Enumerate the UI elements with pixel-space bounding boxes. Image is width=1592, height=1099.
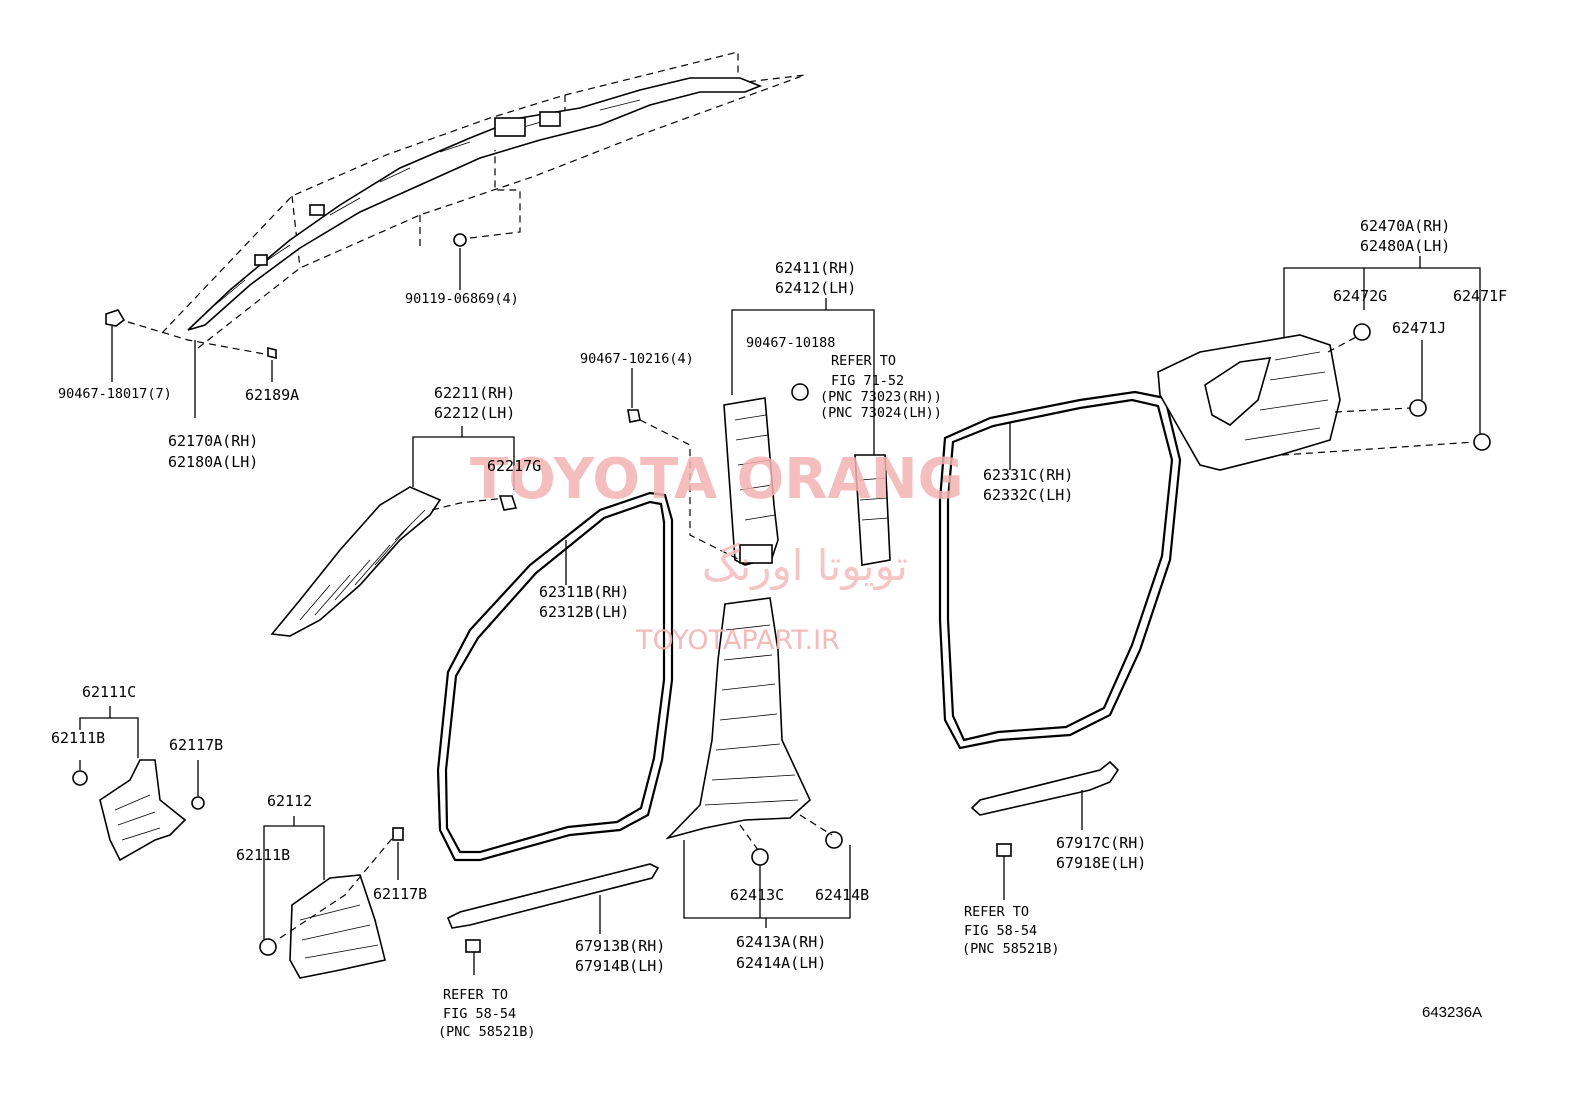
label-62111B-rear: 62111B [236,846,290,864]
rear-scuff-plate [970,760,1120,900]
label-62180A: 62180A(LH) [168,453,258,471]
label-90467-18017: 90467-18017(7) [58,386,172,402]
label-62311B: 62311B(RH) [539,583,629,601]
label-62117B-front: 62117B [169,736,223,754]
cowl-side-trim-rear [259,816,404,979]
label-62331C: 62331C(RH) [983,466,1073,484]
label-62111C: 62111C [82,683,136,701]
label-62170A: 62170A(RH) [168,432,258,450]
watermark-brand-fa: تویوتا اورنگ [702,541,908,590]
label-90119: 90119-06869(4) [405,291,519,307]
label-62471J: 62471J [1392,319,1446,337]
rear-door-weatherstrip [938,390,1182,750]
refer-71-line4: (PNC 73024(LH)) [820,405,942,421]
front-scuff-plate [446,863,660,975]
cowl-side-trim-front [72,706,205,862]
label-62189A: 62189A [245,386,299,404]
label-62112: 62112 [267,792,312,810]
label-67917C: 67917C(RH) [1056,834,1146,852]
refer-58b-line1: REFER TO [964,904,1029,920]
label-67918E: 67918E(LH) [1056,854,1146,872]
label-62413A: 62413A(RH) [736,933,826,951]
refer-71-line3: (PNC 73023(RH)) [820,389,942,405]
label-62117B-rear: 62117B [373,885,427,903]
refer-71-line1: REFER TO [831,353,896,369]
label-62470A: 62470A(RH) [1360,217,1450,235]
watermark-brand: TOYOTA ORANG [470,447,964,512]
label-62472G: 62472G [1333,287,1387,305]
label-90467-10216: 90467-10216(4) [580,351,694,367]
label-62412: 62412(LH) [775,279,856,297]
label-90467-10188: 90467-10188 [746,335,835,351]
label-62312B: 62312B(LH) [539,603,629,621]
label-62211: 62211(RH) [434,384,515,402]
refer-58a-line1: REFER TO [443,987,508,1003]
label-62480A: 62480A(LH) [1360,237,1450,255]
front-pillar-garnish [270,426,518,637]
label-62111B-front: 62111B [51,729,105,747]
center-pillar-upper-garnish [627,298,891,566]
label-62414A: 62414A(LH) [736,954,826,972]
part-labels: 90119-06869(4) 90467-18017(7) 62189A 621… [51,217,1507,1040]
label-62411: 62411(RH) [775,259,856,277]
label-62217G: 62217G [487,457,541,475]
refer-58a-line3: (PNC 58521B) [438,1024,536,1040]
curtain-airbag-assembly [105,51,806,418]
refer-58b-line3: (PNC 58521B) [962,941,1060,957]
label-67913B: 67913B(RH) [575,937,665,955]
label-62413C: 62413C [730,886,784,904]
roof-side-inner-garnish [1157,256,1491,471]
label-62212: 62212(LH) [434,404,515,422]
label-62414B: 62414B [815,886,869,904]
label-67914B: 67914B(LH) [575,957,665,975]
refer-58b-line2: FIG 58-54 [964,923,1037,939]
center-pillar-lower-garnish [665,597,851,928]
refer-58a-line2: FIG 58-54 [443,1006,516,1022]
label-62471F: 62471F [1453,287,1507,305]
front-door-weatherstrip [436,491,674,862]
refer-71-line2: FIG 71-52 [831,373,904,389]
figure-number: 643236A [1422,1004,1482,1021]
watermark-url: TOYOTAPART.IR [635,625,840,656]
watermark: TOYOTA ORANG تویوتا اورنگ TOYOTAPART.IR [470,447,964,656]
label-62332C: 62332C(LH) [983,486,1073,504]
